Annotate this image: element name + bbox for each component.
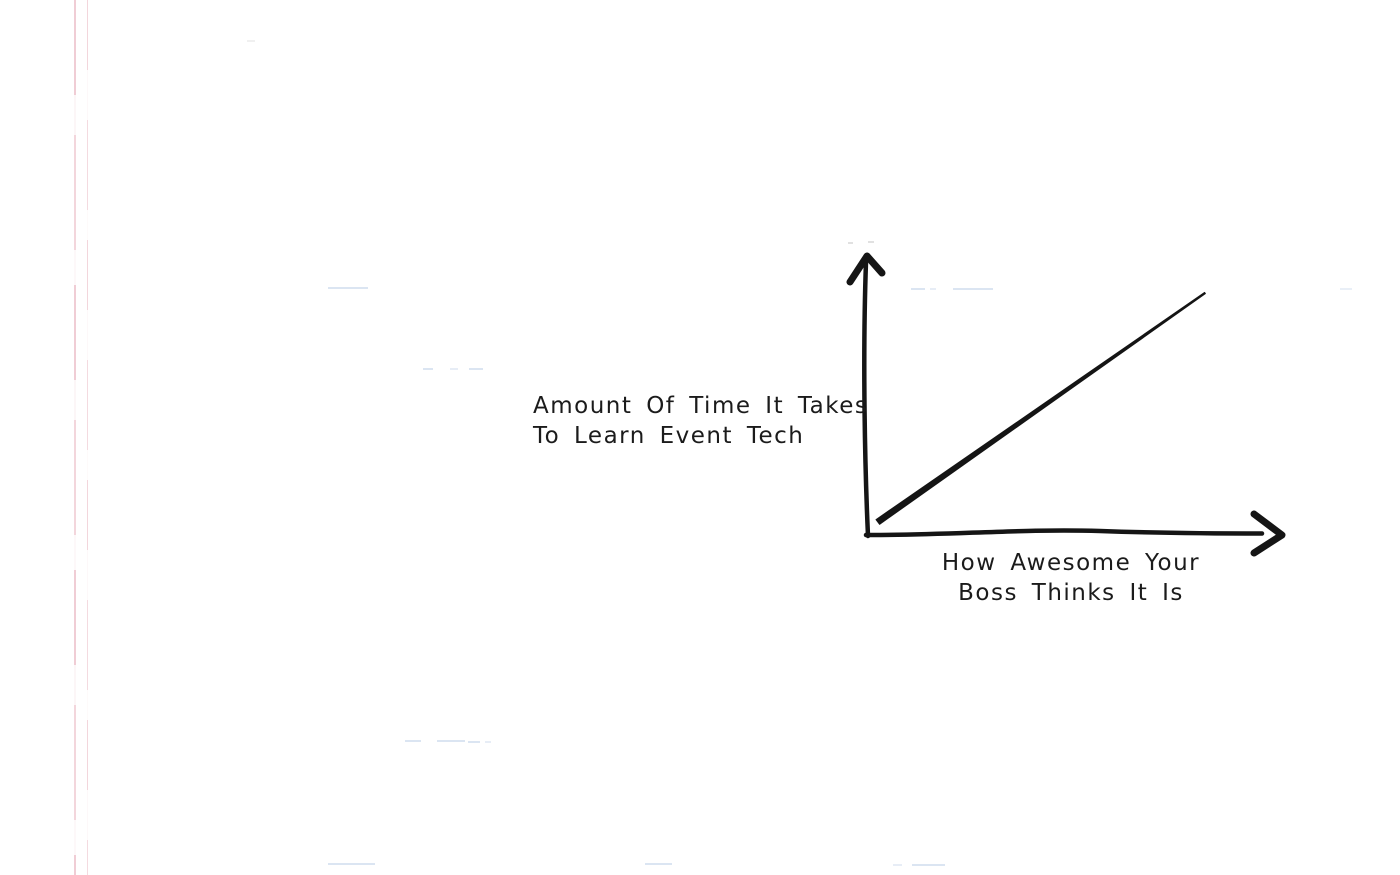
scan-artifact: [450, 368, 458, 370]
scan-artifact: [893, 864, 902, 866]
scan-artifact: [423, 368, 433, 370]
x-axis-label-line2: Boss Thinks It Is: [958, 580, 1184, 606]
trend-line: [875, 291, 1206, 525]
scan-artifact: [405, 740, 421, 742]
scan-artifact: [1340, 288, 1352, 290]
y-axis-label-line2: To Learn Event Tech: [533, 423, 805, 449]
scan-artifact: [468, 741, 480, 743]
x-axis-label-line1: How Awesome Your: [941, 550, 1201, 576]
scan-artifact: [953, 288, 993, 290]
y-axis-arrowhead-icon: [846, 252, 886, 286]
pink-margin-line: [87, 0, 88, 875]
scan-artifact: [848, 242, 853, 244]
scan-artifact: [437, 740, 465, 742]
x-axis-arrowhead-icon: [1250, 510, 1286, 557]
scan-artifact: [328, 287, 368, 289]
scan-artifact: [247, 40, 255, 42]
y-axis-label: Amount Of Time It Takes To Learn Event T…: [533, 391, 868, 451]
scan-artifact: [328, 863, 375, 865]
scan-artifact: [645, 863, 672, 865]
scan-artifact: [911, 288, 925, 290]
y-axis-line: [862, 259, 871, 539]
x-axis-label: How Awesome Your Boss Thinks It Is: [871, 548, 1271, 608]
scan-artifact: [930, 288, 936, 290]
scan-artifact: [485, 741, 491, 743]
scan-artifact: [912, 864, 945, 866]
scan-artifact: [868, 241, 874, 243]
scan-artifact: [469, 368, 483, 370]
pink-margin-line: [74, 0, 76, 875]
x-axis-line: [863, 528, 1265, 538]
y-axis-label-line1: Amount Of Time It Takes: [533, 393, 869, 419]
